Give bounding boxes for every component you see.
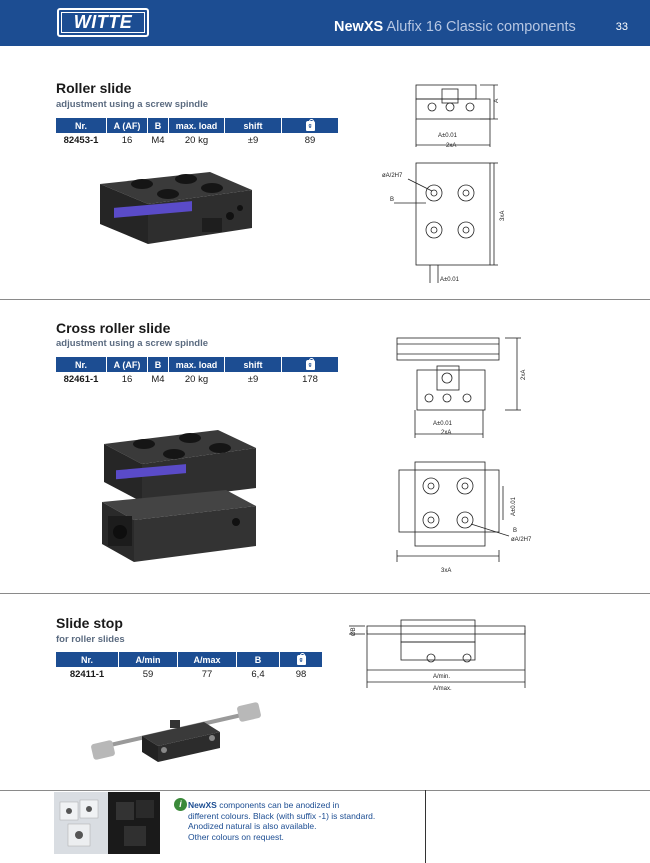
dim-a-tol-label: A±0.01 bbox=[438, 133, 458, 139]
spec-table: Nr. A/min A/max B g 82411-1 59 77 6,4 98 bbox=[55, 652, 323, 681]
table-cell: 20 kg bbox=[184, 373, 209, 385]
col-header: A/max bbox=[178, 652, 236, 667]
col-header: B bbox=[237, 652, 279, 667]
table-cell: 77 bbox=[201, 668, 213, 680]
footer-divider bbox=[0, 790, 650, 791]
dim-3xa-label: 3xA bbox=[441, 568, 451, 574]
header-title: NewXS Alufix 16 Classic components bbox=[334, 19, 576, 35]
dim-3xa-label: 3xA bbox=[500, 211, 506, 221]
col-header: A (AF) bbox=[107, 118, 147, 133]
section-title: Cross roller slide bbox=[56, 320, 171, 336]
weight-column-header: g bbox=[282, 357, 338, 372]
bore-label: øA/2H7 bbox=[382, 173, 403, 179]
witte-logo: WITTE bbox=[57, 8, 149, 37]
dim-a-label: A bbox=[493, 98, 500, 103]
table-cell: 82411-1 bbox=[69, 668, 105, 680]
footer-vertical-rule bbox=[425, 790, 426, 863]
dim-a-tol-label: A±0.01 bbox=[433, 421, 453, 427]
table-cell: ±9 bbox=[247, 134, 259, 146]
weight-icon: g bbox=[305, 118, 315, 131]
col-header: max. load bbox=[169, 357, 224, 372]
spec-table: Nr. A (AF) B max. load shift g 82453-1 1… bbox=[55, 118, 339, 147]
col-header: A/min bbox=[119, 652, 177, 667]
note-line-3: Anodized natural is also available. bbox=[188, 821, 317, 831]
roller-slide-drawing: A A±0.01 2xA øA/2H7 B 3xA A±0.01 bbox=[382, 84, 506, 283]
table-cell: 98 bbox=[295, 668, 307, 680]
footer: i NewXS components can be anodized in di… bbox=[0, 790, 650, 863]
section-subtitle: for roller slides bbox=[56, 634, 125, 645]
header-brand: NewXS bbox=[334, 19, 384, 35]
table-cell: M4 bbox=[151, 373, 165, 385]
table-cell: 16 bbox=[121, 134, 133, 146]
note-brand: NewXS bbox=[188, 800, 217, 810]
table-cell: 59 bbox=[142, 668, 154, 680]
weight-icon: g bbox=[296, 652, 306, 665]
cross-roller-slide-drawing: 2xA A±0.01 2xA A±0.01 B øA/2H7 3xA bbox=[396, 337, 532, 574]
dim-a-max-label: A/max. bbox=[433, 686, 452, 692]
info-icon: i bbox=[174, 798, 187, 811]
spec-table: Nr. A (AF) B max. load shift g 82461-1 1… bbox=[55, 357, 339, 386]
note-line-1: NewXS components can be anodized in bbox=[188, 800, 402, 811]
section-subtitle: adjustment using a screw spindle bbox=[56, 99, 209, 110]
dim-2xa-label: 2xA bbox=[441, 430, 451, 436]
note-line-2: different colours. Black (with suffix -1… bbox=[188, 810, 376, 821]
slide-stop-photo bbox=[91, 702, 261, 762]
col-header: Nr. bbox=[56, 118, 106, 133]
roller-slide-photo bbox=[100, 172, 252, 244]
header-title-rest: Alufix 16 Classic components bbox=[383, 19, 576, 35]
section-divider bbox=[0, 299, 650, 300]
anodize-note: NewXS components can be anodized in diff… bbox=[172, 800, 402, 842]
dim-a-tol-vertical: A±0.01 bbox=[511, 496, 517, 516]
weight-column-header: g bbox=[280, 652, 322, 667]
table-cell: 16 bbox=[121, 373, 133, 385]
section-title: Roller slide bbox=[56, 80, 132, 96]
table-cell: 20 kg bbox=[184, 134, 209, 146]
page-number: 33 bbox=[615, 21, 628, 33]
col-header: shift bbox=[225, 118, 281, 133]
slide-stop-drawing: ØB A/min. A/max. bbox=[349, 619, 526, 692]
table-cell: 89 bbox=[304, 134, 316, 146]
dim-b-label: B bbox=[513, 528, 517, 534]
weight-column-header: g bbox=[282, 118, 338, 133]
table-cell: ±9 bbox=[247, 373, 259, 385]
section-divider bbox=[0, 593, 650, 594]
bore-label: øA/2H7 bbox=[511, 537, 532, 543]
dim-a-min-label: A/min. bbox=[433, 674, 450, 680]
table-cell: 82453-1 bbox=[63, 134, 99, 146]
logo-text: WITTE bbox=[61, 12, 145, 33]
weight-icon: g bbox=[305, 357, 315, 370]
page-header: WITTE NewXS Alufix 16 Classic components… bbox=[0, 0, 650, 46]
col-header: max. load bbox=[169, 118, 224, 133]
note-line-4: Other colours on request. bbox=[188, 831, 284, 842]
dim-2xa-vertical: 2xA bbox=[521, 370, 527, 380]
table-cell: 6,4 bbox=[251, 668, 265, 680]
table-cell: 82461-1 bbox=[63, 373, 99, 385]
col-header: shift bbox=[225, 357, 281, 372]
cross-roller-slide-photo bbox=[102, 430, 256, 562]
col-header: B bbox=[148, 118, 168, 133]
col-header: Nr. bbox=[56, 652, 118, 667]
section-title: Slide stop bbox=[56, 615, 123, 631]
col-header: B bbox=[148, 357, 168, 372]
table-cell: 178 bbox=[302, 373, 318, 385]
dim-b-label: B bbox=[390, 197, 394, 203]
note-line-1-text: components can be anodized in bbox=[216, 800, 340, 810]
table-cell: M4 bbox=[151, 134, 165, 146]
col-header: Nr. bbox=[56, 357, 106, 372]
anodized-colours-photo bbox=[54, 792, 160, 854]
col-header: A (AF) bbox=[107, 357, 147, 372]
dim-2xa-label: 2xA bbox=[446, 143, 456, 149]
dim-a-tol-bottom: A±0.01 bbox=[440, 277, 460, 283]
dim-diameter-label: ØB bbox=[351, 627, 357, 636]
section-subtitle: adjustment using a screw spindle bbox=[56, 338, 209, 349]
